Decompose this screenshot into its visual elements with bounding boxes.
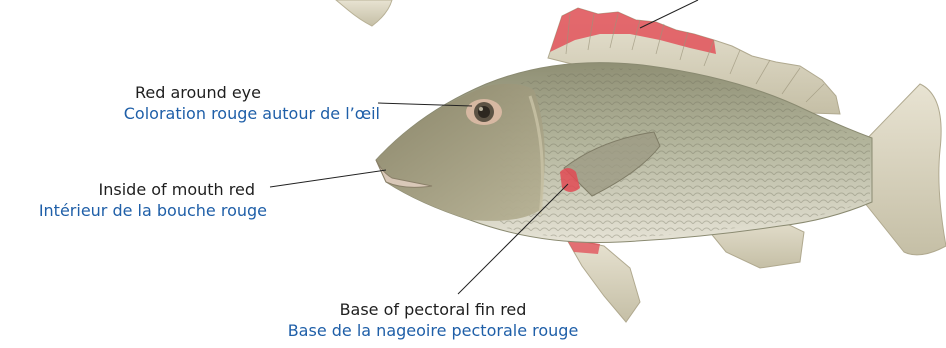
leader-line-top [640,0,698,28]
callout-eye-french: Coloration rouge autour de l’œil [40,103,380,124]
callout-eye: Red around eye Coloration rouge autour d… [40,82,380,124]
callout-pectoral-fin-french: Base de la nageoire pectorale rouge [248,320,618,341]
callout-mouth-french: Intérieur de la bouche rouge [0,200,305,221]
callout-eye-english: Red around eye [40,82,380,103]
callout-pectoral-fin: Base of pectoral fin red Base de la nage… [248,299,618,341]
callout-mouth: Inside of mouth red Intérieur de la bouc… [0,179,305,221]
fish-head [376,84,545,221]
callout-mouth-english: Inside of mouth red [0,179,305,200]
partial-fin-shape [336,0,392,26]
fish-eye [466,99,502,125]
callout-pectoral-fin-english: Base of pectoral fin red [248,299,618,320]
